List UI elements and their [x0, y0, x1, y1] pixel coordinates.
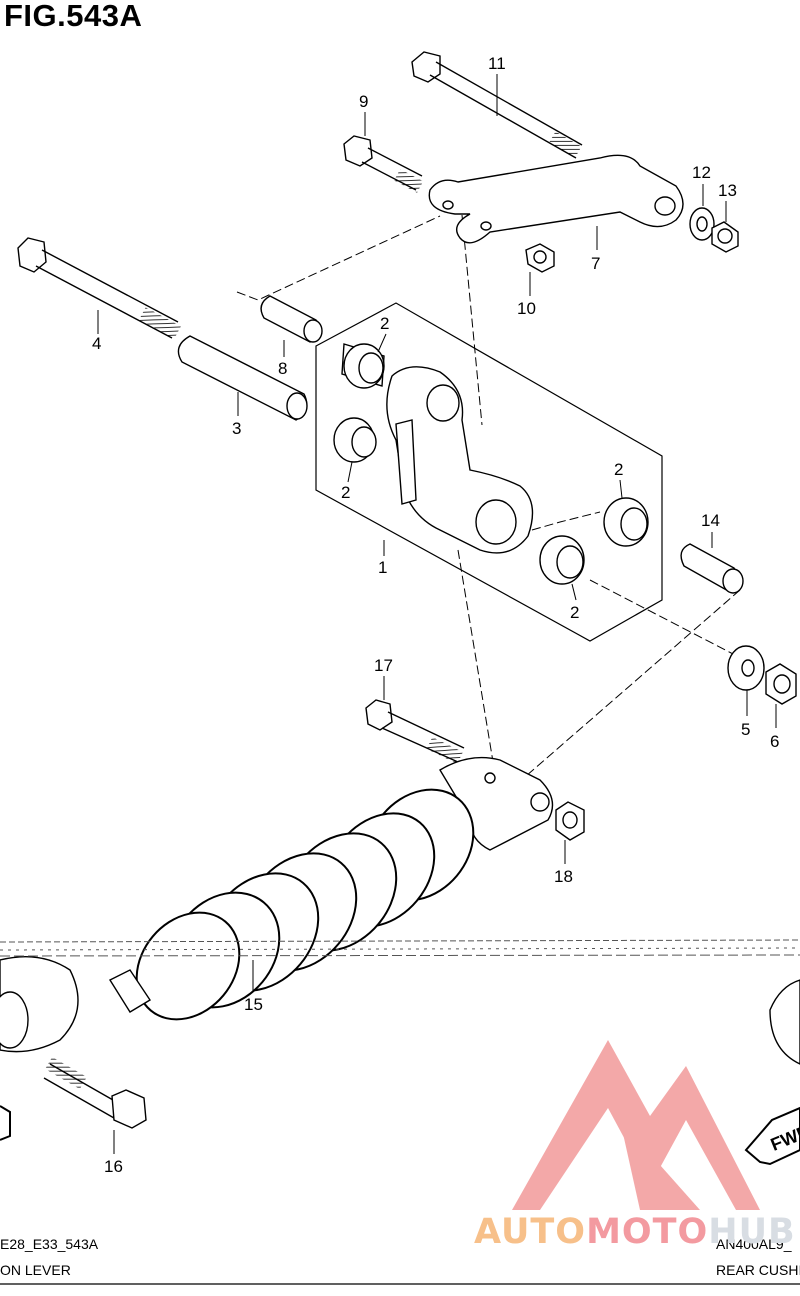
callout-18: 18	[554, 867, 573, 886]
callout-14: 14	[701, 511, 720, 530]
footer-left-title: ON LEVER	[0, 1262, 71, 1278]
washer-5	[727, 645, 765, 691]
callout-2: 2	[380, 314, 389, 333]
nut-6	[765, 663, 797, 705]
callout-2: 2	[614, 460, 623, 479]
sleeve-3	[177, 335, 308, 421]
callout-4: 4	[92, 334, 101, 353]
figure-title: FIG.543A	[4, 0, 143, 33]
callout-2: 2	[570, 603, 579, 622]
callout-1: 1	[378, 558, 387, 577]
watermark-text: AUTOMOTOHUB	[474, 1212, 796, 1252]
footer-left-code: E28_E33_543A	[0, 1236, 99, 1252]
callout-7: 7	[591, 254, 600, 273]
fwd-arrow-icon: FWD	[744, 1106, 800, 1166]
rod-7	[428, 154, 684, 244]
lever-group-outline	[315, 302, 663, 642]
watermark-part-2: MOTO	[586, 1212, 709, 1252]
footer-right-title: REAR CUSHI	[716, 1262, 800, 1278]
collar-14	[680, 543, 744, 594]
callout-11: 11	[488, 54, 506, 73]
callout-3: 3	[232, 419, 241, 438]
callout-13: 13	[718, 181, 737, 200]
callout-2: 2	[341, 483, 350, 502]
bolt-17	[365, 699, 465, 764]
washer-12	[689, 207, 715, 241]
footer-right-code: AN400AL9_	[716, 1236, 792, 1252]
bearing-2-upper	[341, 343, 385, 389]
bearing-2-lower	[333, 417, 377, 463]
callout-17: 17	[374, 656, 393, 675]
callout-15: 15	[244, 995, 263, 1014]
callout-leaders	[97, 74, 777, 1154]
watermark-part-3: HUB	[708, 1212, 796, 1252]
callout-8: 8	[278, 359, 287, 378]
bushing-8	[260, 295, 323, 343]
assembly-leader-lines	[236, 214, 741, 791]
callout-16: 16	[104, 1157, 123, 1176]
bolt-4	[17, 237, 181, 339]
page-tear-band	[0, 939, 800, 957]
bolt-16	[43, 1056, 147, 1129]
callout-5: 5	[741, 720, 750, 739]
nut-18	[555, 801, 585, 841]
watermark-part-1: AUTO	[474, 1212, 587, 1252]
callout-6: 6	[770, 732, 779, 751]
left-direction-arrow-icon	[0, 1105, 11, 1141]
bolt-11	[411, 51, 583, 159]
nut-13	[711, 221, 739, 253]
bolt-9	[343, 135, 424, 193]
callout-9: 9	[359, 92, 368, 111]
cushion-lever-1	[386, 366, 534, 554]
watermark-logo-icon	[512, 1040, 760, 1210]
callout-12: 12	[692, 163, 711, 182]
nut-10	[525, 243, 555, 273]
bearing-2-right-upper	[603, 497, 649, 547]
callout-10: 10	[517, 299, 536, 318]
bearing-2-right-lower	[539, 535, 585, 585]
rear-shock-15	[0, 756, 800, 1065]
